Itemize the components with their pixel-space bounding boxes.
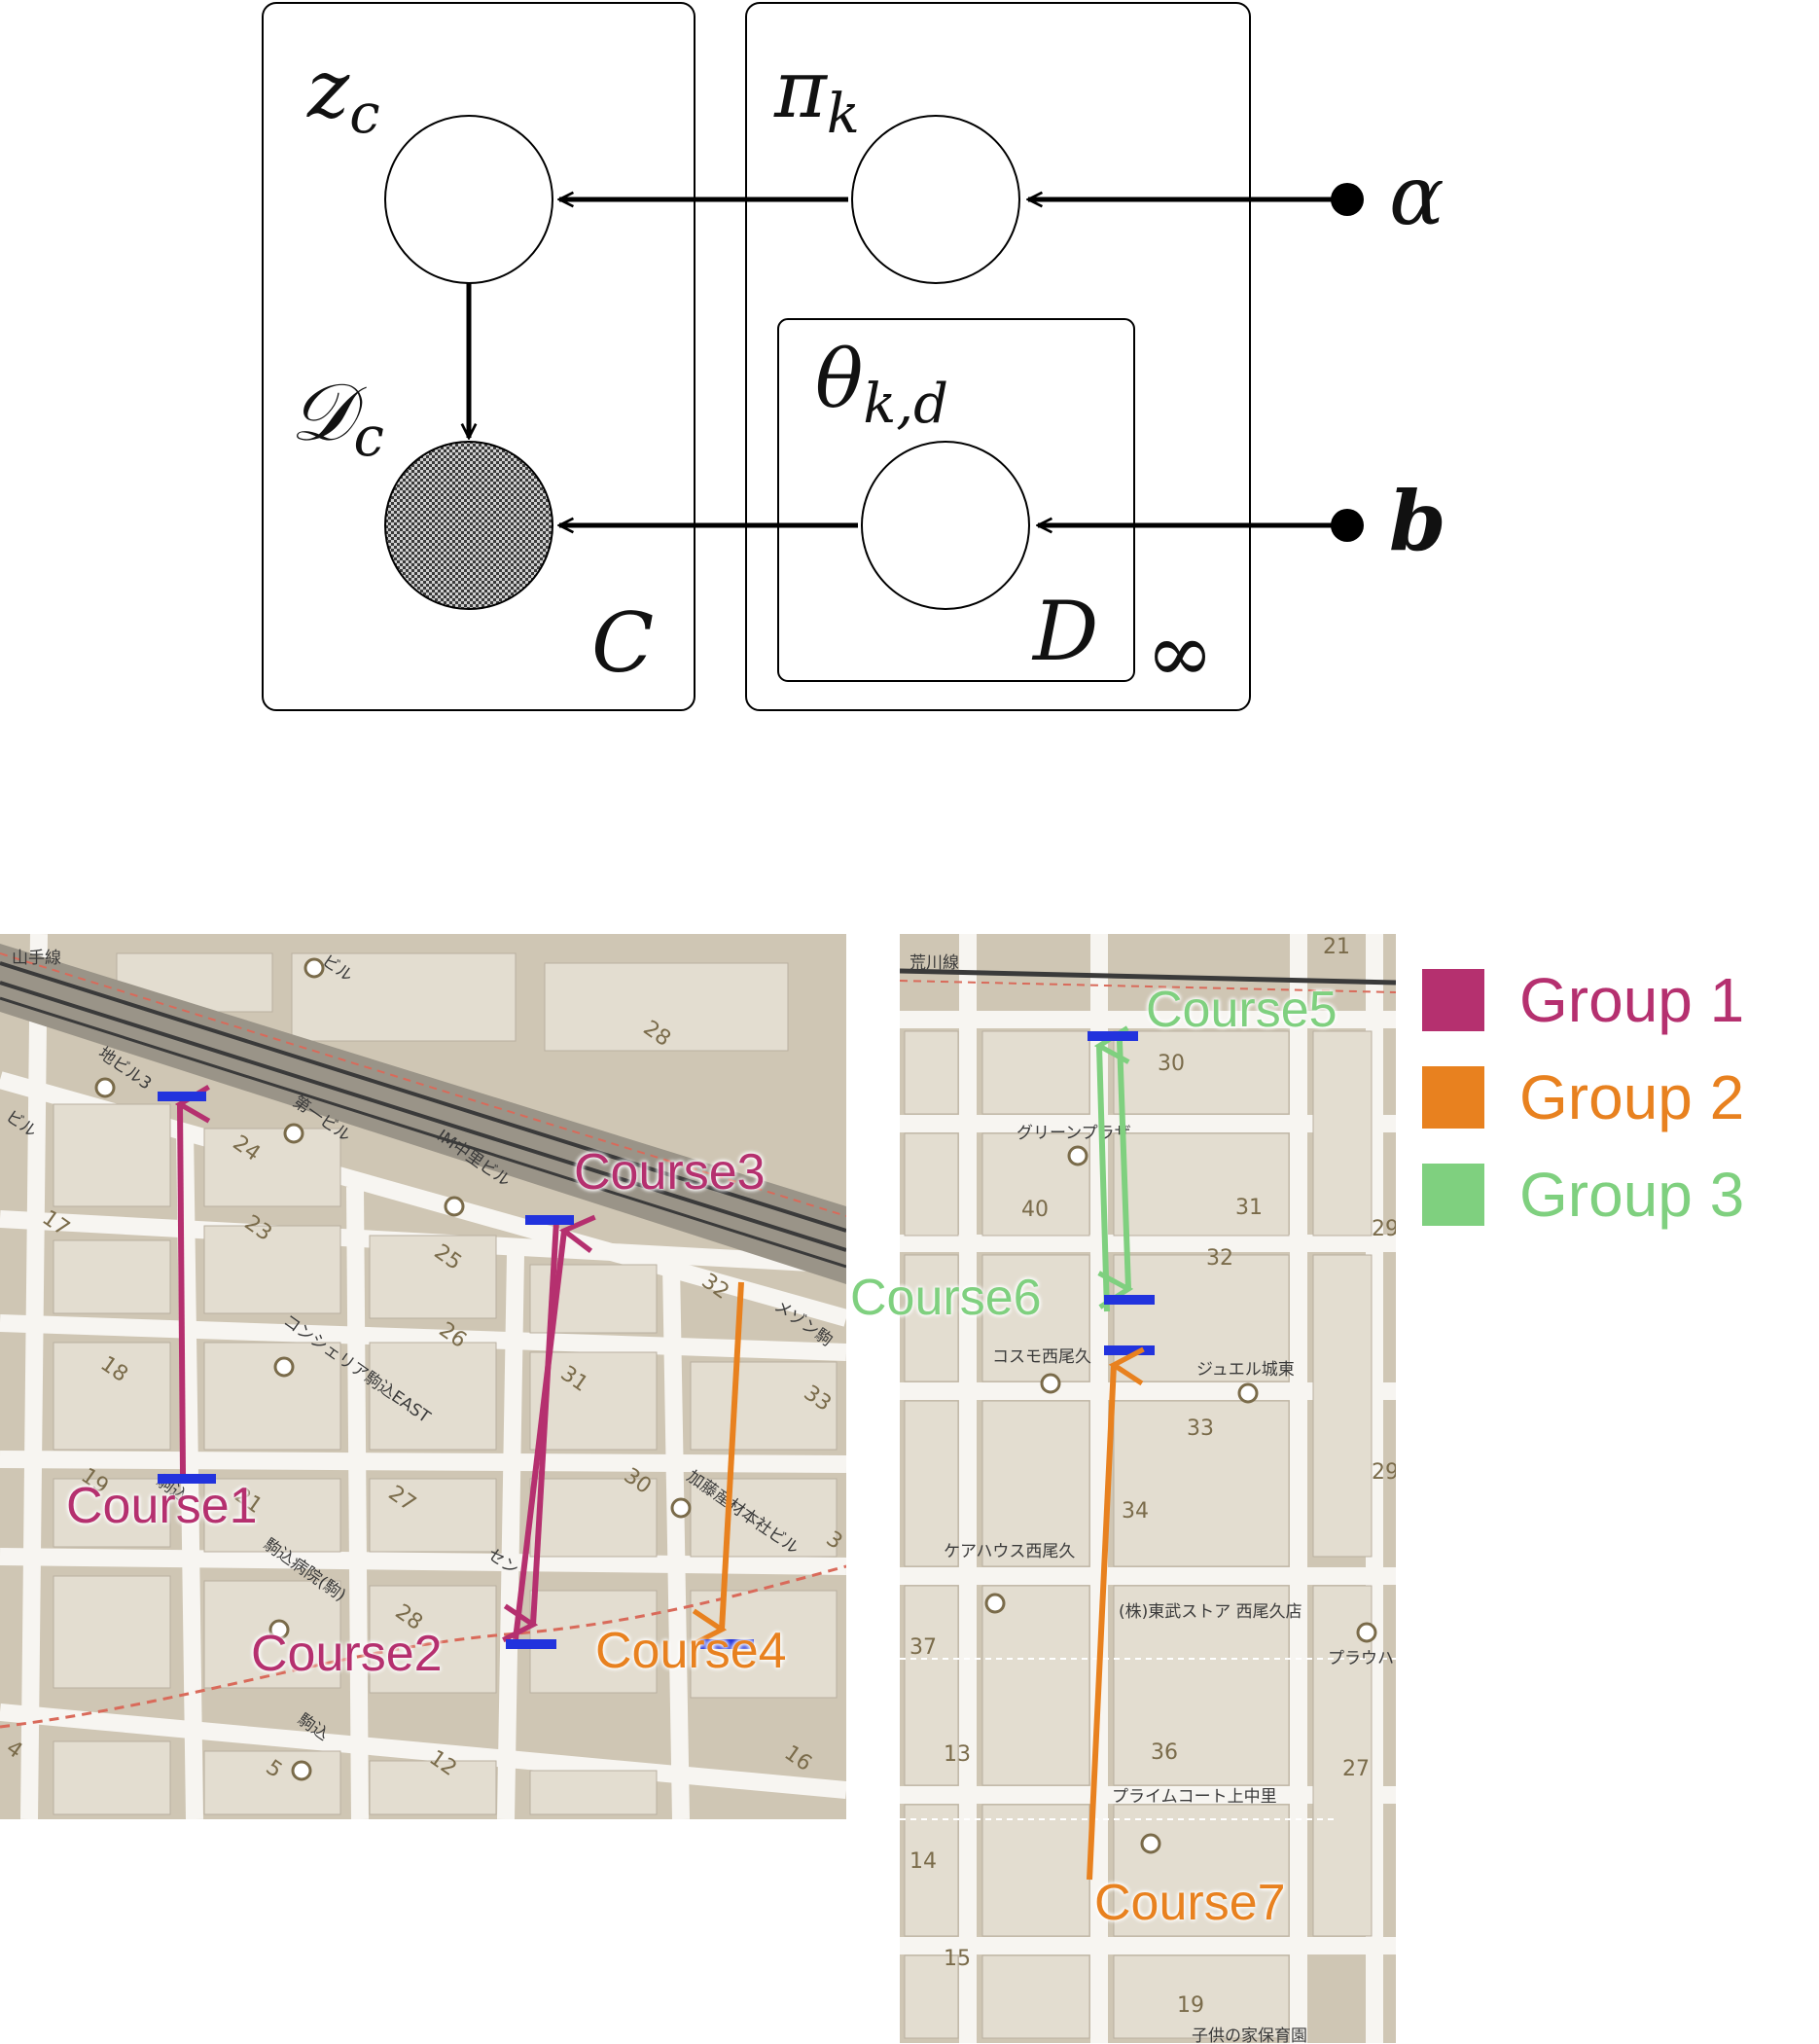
- course5-path: [1093, 1025, 1130, 1312]
- svg-text:荒川線: 荒川線: [910, 953, 959, 973]
- label-alpha: α: [1389, 148, 1444, 243]
- svg-text:ジュエル城東: ジュエル城東: [1196, 1360, 1295, 1380]
- node-d-observed: [384, 441, 553, 610]
- label-d: 𝒟c: [290, 367, 384, 469]
- svg-text:27: 27: [1342, 1757, 1370, 1781]
- svg-text:ケアハウス西尾久: ケアハウス西尾久: [944, 1542, 1075, 1561]
- course2-label: Course2: [251, 1626, 443, 1682]
- course3-path: [513, 1214, 596, 1640]
- svg-text:プライムコート上中里: プライムコート上中里: [1112, 1787, 1277, 1807]
- course7-path: [1087, 1346, 1145, 1881]
- svg-text:プラウハウ: プラウハウ: [1328, 1649, 1396, 1668]
- node-theta: [861, 441, 1030, 610]
- label-theta: θk,d: [815, 334, 948, 436]
- course4-path: [691, 1281, 744, 1648]
- svg-text:30: 30: [1158, 1052, 1185, 1076]
- svg-text:34: 34: [1122, 1499, 1149, 1524]
- course5-label: Course5: [1146, 982, 1338, 1038]
- legend: Group 1 Group 2 Group 3: [1422, 951, 1811, 1243]
- svg-text:コスモ西尾久: コスモ西尾久: [992, 1347, 1091, 1367]
- node-pi: [851, 115, 1020, 284]
- course1-label: Course1: [66, 1478, 258, 1534]
- label-pi: πk: [773, 44, 860, 146]
- graphical-model: C D ∞ zc πk 𝒟c θk,d α b: [262, 2, 1446, 711]
- svg-text:36: 36: [1151, 1740, 1178, 1765]
- legend-item-group1: Group 1: [1422, 951, 1811, 1049]
- plate-inf-label: ∞: [1146, 605, 1214, 700]
- svg-text:21: 21: [1323, 935, 1350, 959]
- svg-text:32: 32: [1206, 1246, 1233, 1271]
- map-right-blocks: [904, 1030, 1373, 2039]
- legend-item-group2: Group 2: [1422, 1049, 1811, 1146]
- map-left: 山手線 地ビル3 第一ビル IM中里ビル コンシェリア駒込EAST 加藤産材本社…: [0, 934, 846, 1819]
- legend-label-group2: Group 2: [1519, 1062, 1745, 1132]
- label-z: zc: [306, 44, 380, 146]
- legend-swatch-group2: [1422, 1066, 1484, 1129]
- course4-label: Course4: [595, 1623, 787, 1679]
- svg-text:山手線: 山手線: [12, 949, 61, 968]
- map-left-blocks: [53, 952, 838, 1815]
- node-b-dot: [1331, 509, 1364, 542]
- svg-text:14: 14: [910, 1849, 937, 1874]
- svg-text:19: 19: [1177, 1993, 1204, 2018]
- map-left-poi: [94, 957, 692, 1781]
- course3-label: Course3: [574, 1144, 766, 1201]
- map-left-railway: [0, 944, 846, 1284]
- plate-c-label: C: [591, 595, 654, 691]
- svg-text:(株)東武ストア 西尾久店: (株)東武ストア 西尾久店: [1119, 1602, 1302, 1622]
- svg-text:子供の家保育園: 子供の家保育園: [1192, 2026, 1307, 2043]
- svg-text:40: 40: [1021, 1198, 1049, 1222]
- course2-path: [502, 1220, 559, 1643]
- course1-path: [174, 1085, 211, 1475]
- svg-text:13: 13: [944, 1742, 971, 1767]
- svg-text:37: 37: [910, 1635, 937, 1660]
- svg-text:29: 29: [1372, 1460, 1396, 1485]
- plate-inf: [745, 2, 1251, 711]
- legend-label-group1: Group 1: [1519, 965, 1745, 1035]
- svg-text:31: 31: [1235, 1196, 1263, 1220]
- legend-label-group3: Group 3: [1519, 1160, 1745, 1230]
- svg-text:33: 33: [1187, 1416, 1214, 1441]
- plate-c: [262, 2, 696, 711]
- map-right: 荒川線 グリーンプラザ コスモ西尾久 ジュエル城東 ケアハウス西尾久 (株)東武…: [900, 934, 1396, 2043]
- node-z: [384, 115, 553, 284]
- label-b: b: [1389, 473, 1446, 569]
- course6-label: Course6: [850, 1270, 1042, 1326]
- course7-label: Course7: [1094, 1875, 1286, 1931]
- map-right-railway: [900, 968, 1396, 986]
- node-alpha-dot: [1331, 183, 1364, 216]
- plate-d: [777, 318, 1135, 682]
- legend-swatch-group3: [1422, 1164, 1484, 1226]
- legend-item-group3: Group 3: [1422, 1146, 1811, 1243]
- legend-swatch-group1: [1422, 969, 1484, 1031]
- svg-text:29: 29: [1372, 1217, 1396, 1241]
- svg-text:15: 15: [944, 1947, 971, 1971]
- map-right-poi: [984, 1145, 1377, 1854]
- map-left-boundary: [0, 1564, 846, 1729]
- course6-path: [1097, 1040, 1134, 1309]
- svg-text:グリーンプラザ: グリーンプラザ: [1016, 1124, 1131, 1143]
- plate-d-label: D: [1031, 584, 1098, 679]
